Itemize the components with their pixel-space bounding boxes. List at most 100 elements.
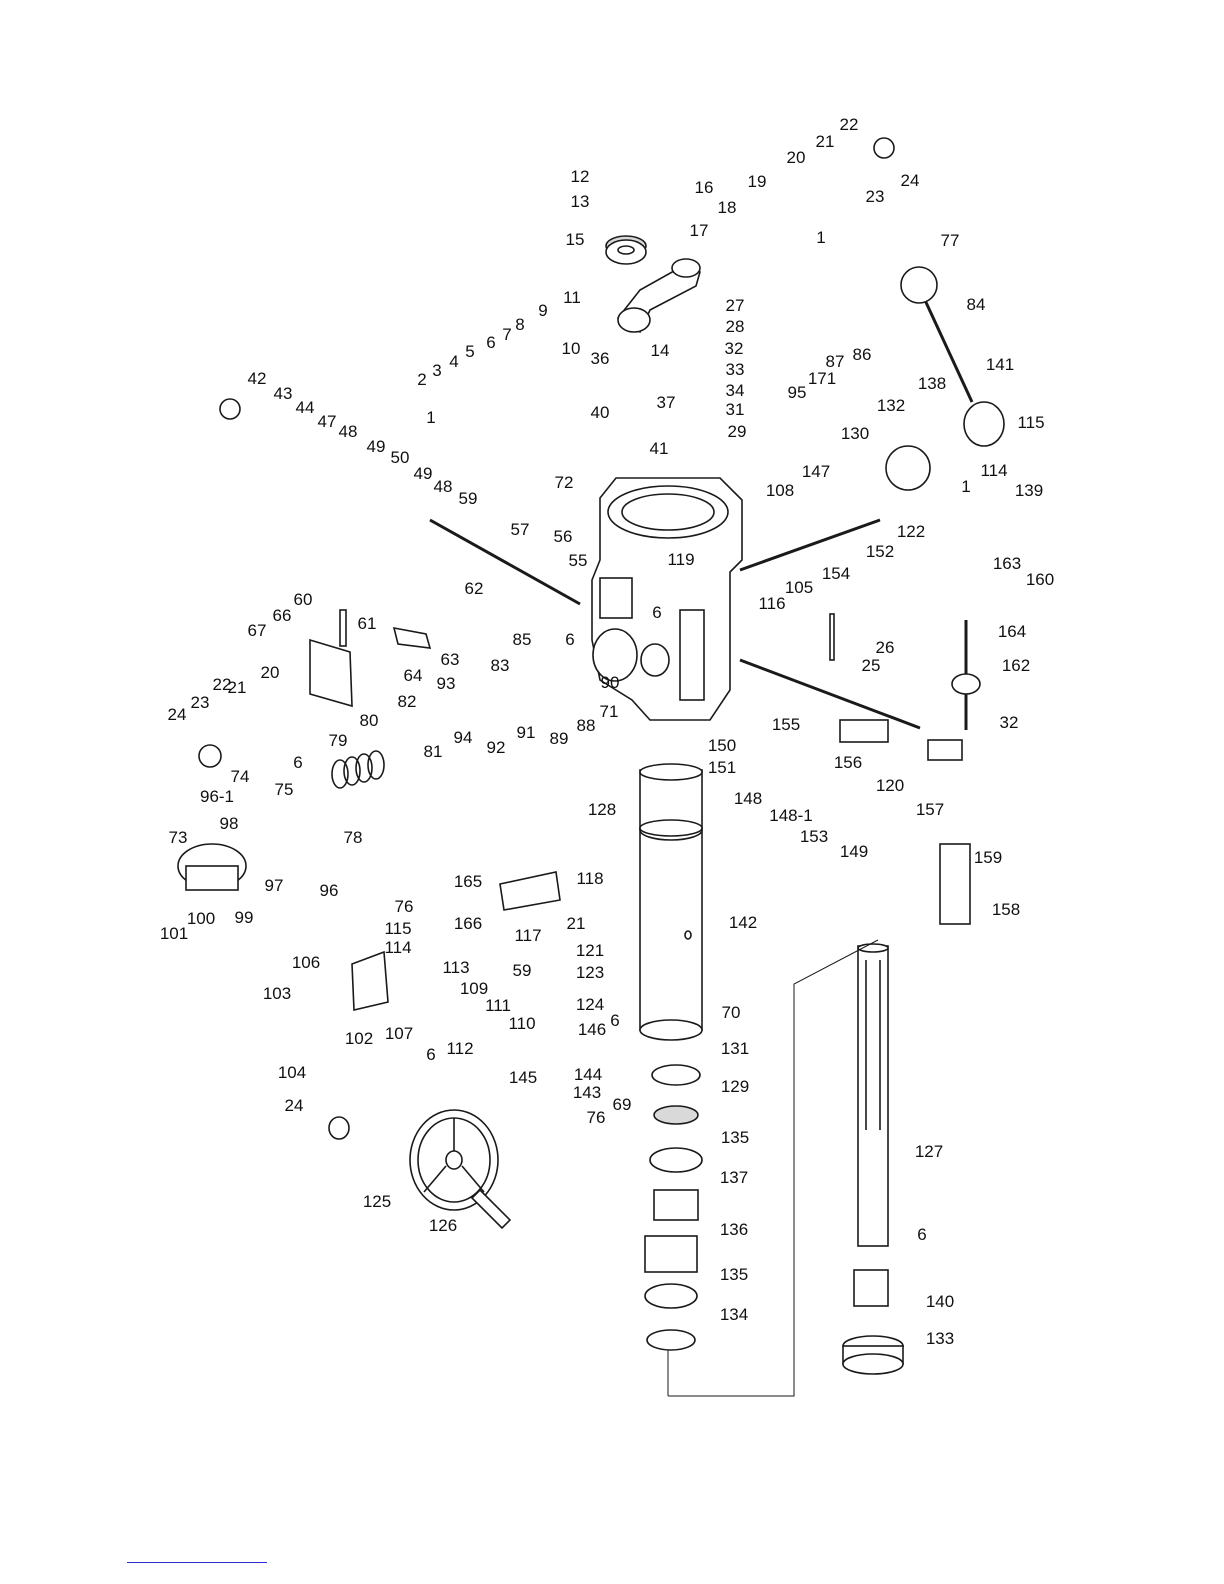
part-number-128: 128 — [588, 800, 616, 819]
part-number-64: 64 — [404, 666, 423, 685]
part-number-32: 32 — [725, 339, 744, 358]
part-number-122: 122 — [897, 522, 925, 541]
part-number-92: 92 — [487, 738, 506, 757]
part-number-44: 44 — [296, 398, 315, 417]
part-number-120: 120 — [876, 776, 904, 795]
part-number-135: 135 — [721, 1128, 749, 1147]
quill-housing — [639, 819, 703, 1041]
part-number-140: 140 — [926, 1292, 954, 1311]
part-number-3: 3 — [432, 361, 441, 380]
part-number-124: 124 — [576, 995, 604, 1014]
part-number-162: 162 — [1002, 656, 1030, 675]
part-number-6: 6 — [652, 603, 661, 622]
cover-plate — [177, 843, 247, 891]
part-number-24: 24 — [901, 171, 920, 190]
handwheel — [409, 1109, 512, 1230]
part-number-149: 149 — [840, 842, 868, 861]
part-number-143: 143 — [573, 1083, 601, 1102]
part-number-80: 80 — [360, 711, 379, 730]
part-number-62: 62 — [465, 579, 484, 598]
part-number-144: 144 — [574, 1065, 602, 1084]
part-number-160: 160 — [1026, 570, 1054, 589]
hardware — [198, 137, 1005, 1140]
quill-sleeve — [639, 763, 703, 837]
part-number-99: 99 — [235, 908, 254, 927]
part-number-16: 16 — [695, 178, 714, 197]
shafts — [429, 266, 974, 730]
part-number-137: 137 — [720, 1168, 748, 1187]
part-number-17: 17 — [690, 221, 709, 240]
part-number-97: 97 — [265, 876, 284, 895]
part-number-131: 131 — [721, 1039, 749, 1058]
part-number-22: 22 — [840, 115, 859, 134]
part-number-26: 26 — [876, 638, 895, 657]
part-number-165: 165 — [454, 872, 482, 891]
part-number-21: 21 — [567, 914, 586, 933]
turret-arm — [616, 258, 701, 334]
part-number-8: 8 — [515, 315, 524, 334]
part-number-114: 114 — [384, 938, 411, 957]
part-number-132: 132 — [877, 396, 905, 415]
part-number-125: 125 — [363, 1192, 391, 1211]
part-number-113: 113 — [442, 958, 469, 977]
part-number-119: 119 — [667, 550, 694, 569]
part-number-88: 88 — [577, 716, 596, 735]
part-number-31: 31 — [726, 400, 745, 419]
bearing-stack — [644, 1064, 703, 1351]
part-number-116: 116 — [758, 594, 785, 613]
part-number-47: 47 — [318, 412, 337, 431]
part-number-69: 69 — [613, 1095, 632, 1114]
part-number-33: 33 — [726, 360, 745, 379]
part-number-6: 6 — [486, 333, 495, 352]
part-number-21: 21 — [816, 132, 835, 151]
part-number-78: 78 — [344, 828, 363, 847]
part-number-127: 127 — [915, 1142, 943, 1161]
part-number-164: 164 — [998, 622, 1026, 641]
part-number-57: 57 — [511, 520, 530, 539]
part-number-121: 121 — [576, 941, 604, 960]
part-number-96: 96 — [320, 881, 339, 900]
part-number-14: 14 — [651, 341, 670, 360]
bevel-gear — [605, 235, 647, 265]
part-number-134: 134 — [720, 1305, 748, 1324]
part-number-60: 60 — [294, 590, 313, 609]
part-number-32: 32 — [1000, 713, 1019, 732]
part-number-117: 117 — [514, 926, 541, 945]
part-number-157: 157 — [916, 800, 944, 819]
part-number-4: 4 — [449, 352, 458, 371]
part-number-95: 95 — [788, 383, 807, 402]
part-number-6: 6 — [426, 1045, 435, 1064]
part-number-15: 15 — [566, 230, 585, 249]
part-number-84: 84 — [967, 295, 986, 314]
part-number-28: 28 — [726, 317, 745, 336]
part-number-156: 156 — [834, 753, 862, 772]
part-number-1: 1 — [816, 228, 825, 247]
part-number-13: 13 — [571, 192, 590, 211]
part-number-85: 85 — [513, 630, 532, 649]
part-number-72: 72 — [555, 473, 574, 492]
part-number-91: 91 — [517, 723, 536, 742]
part-number-115: 115 — [384, 919, 411, 938]
part-number-148: 148 — [734, 789, 762, 808]
part-number-146: 146 — [578, 1020, 606, 1039]
spindle — [853, 943, 889, 1307]
part-number-82: 82 — [398, 692, 417, 711]
part-number-136: 136 — [720, 1220, 748, 1239]
part-number-159: 159 — [974, 848, 1002, 867]
part-number-96-1: 96-1 — [200, 787, 234, 806]
part-number-100: 100 — [187, 909, 215, 928]
part-number-151: 151 — [708, 758, 736, 777]
part-number-7: 7 — [502, 325, 511, 344]
part-number-67: 67 — [248, 621, 267, 640]
part-number-76: 76 — [587, 1108, 606, 1127]
part-number-118: 118 — [576, 869, 603, 888]
part-number-105: 105 — [785, 578, 813, 597]
part-number-89: 89 — [550, 729, 569, 748]
part-number-37: 37 — [657, 393, 676, 412]
part-number-23: 23 — [191, 693, 210, 712]
footer-rule — [127, 1562, 267, 1563]
part-number-24: 24 — [285, 1096, 304, 1115]
part-number-108: 108 — [766, 481, 794, 500]
part-number-49: 49 — [414, 464, 433, 483]
part-number-166: 166 — [454, 914, 482, 933]
